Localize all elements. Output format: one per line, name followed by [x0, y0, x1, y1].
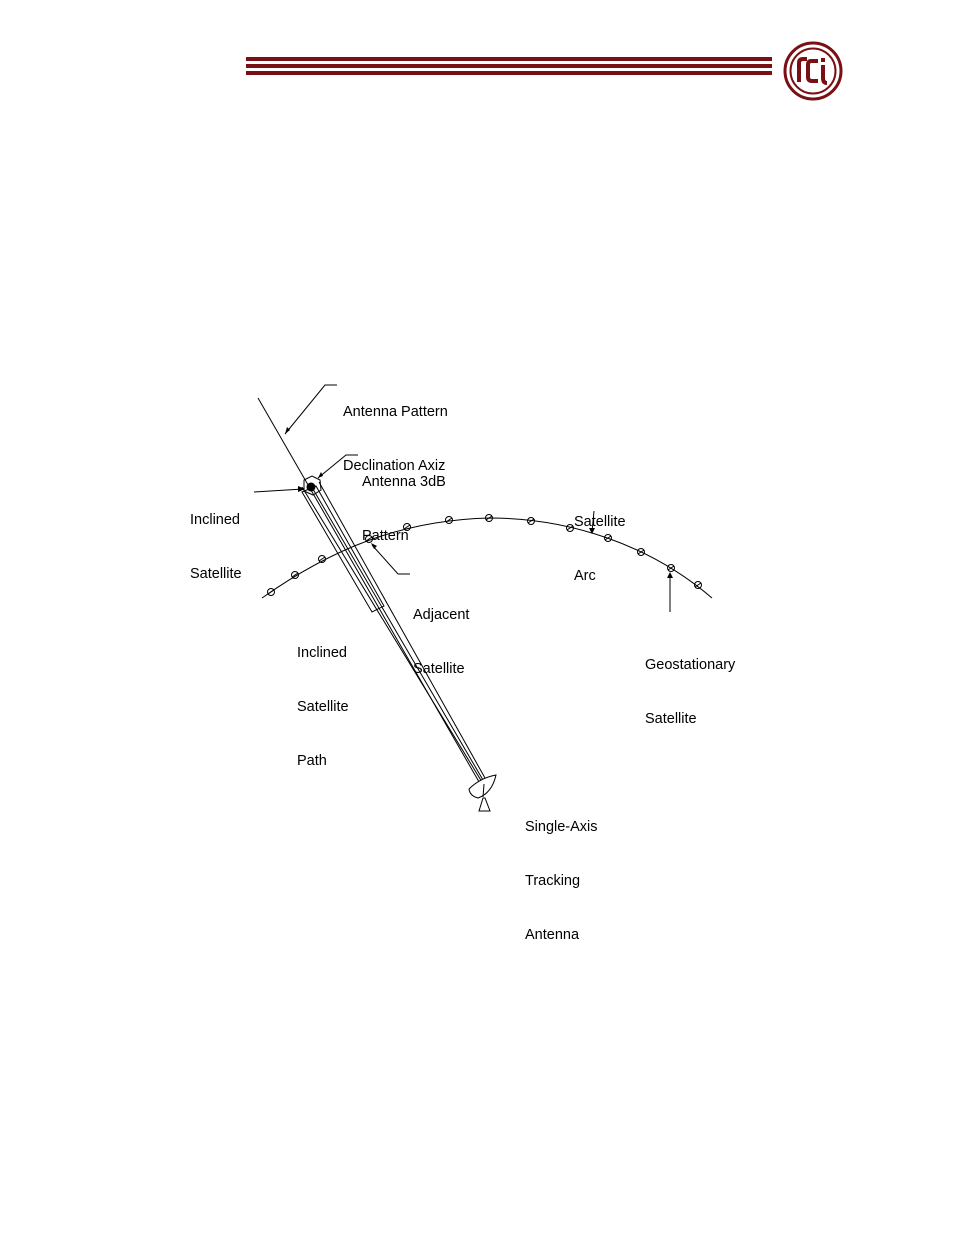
- label-line: Arc: [574, 568, 596, 584]
- label-line: Pattern: [362, 528, 409, 544]
- inclined-satellite-icon: [306, 482, 316, 492]
- header-rule-middle: [246, 64, 772, 68]
- satellite-marker-icon: [566, 524, 574, 532]
- antenna-beam-lines: [301, 481, 486, 783]
- label-line: Antenna Pattern: [343, 404, 448, 420]
- satellite-dish-icon: [468, 774, 497, 812]
- satellite-marker-icon: [527, 517, 535, 525]
- label-antenna-pattern-axis: Antenna Pattern Declination Axiz: [343, 367, 448, 493]
- header-rule-top: [246, 57, 772, 61]
- label-geostationary-satellite: Geostationary Satellite: [645, 620, 735, 746]
- label-line: Path: [297, 753, 327, 769]
- label-line: Declination Axiz: [343, 458, 446, 474]
- label-line: Adjacent: [413, 607, 470, 623]
- label-tracking-antenna: Single-Axis Tracking Antenna: [525, 782, 598, 962]
- label-line: Inclined: [190, 512, 240, 528]
- satellite-marker-icon: [485, 514, 493, 522]
- header-rule-bottom: [246, 71, 772, 75]
- label-satellite-arc: Satellite Arc: [574, 477, 626, 603]
- label-line: Satellite: [297, 699, 349, 715]
- declination-axis-line: [257, 397, 487, 795]
- leader-lines: [253, 384, 671, 612]
- label-line: Satellite: [574, 514, 626, 530]
- label-line: Inclined: [297, 645, 347, 661]
- geostationary-satellites: [267, 514, 702, 596]
- label-line: Single-Axis: [525, 819, 598, 835]
- label-adjacent-satellite: Adjacent Satellite: [413, 570, 469, 696]
- satellite-marker-icon: [667, 564, 675, 572]
- label-line: Satellite: [190, 566, 242, 582]
- satellite-marker-icon: [694, 581, 702, 589]
- label-line: Antenna 3dB: [362, 474, 446, 490]
- label-line: Satellite: [413, 661, 465, 677]
- satellite-marker-icon: [637, 548, 645, 556]
- satellite-marker-icon: [291, 571, 299, 579]
- label-line: Antenna: [525, 927, 580, 943]
- satellite-marker-icon: [267, 588, 275, 596]
- satellite-arc-line: [261, 517, 713, 599]
- satellite-marker-icon: [365, 535, 373, 543]
- satellite-marker-icon: [604, 534, 612, 542]
- antenna-3db-pattern-shape: [303, 475, 322, 496]
- satellite-marker-icon: [318, 555, 326, 563]
- label-inclined-satellite-path: Inclined Satellite Path: [297, 608, 349, 788]
- label-inclined-satellite: Inclined Satellite: [190, 475, 242, 601]
- satellite-marker-icon: [445, 516, 453, 524]
- company-logo-icon: [783, 41, 843, 101]
- label-line: Geostationary: [645, 657, 736, 673]
- label-line: Tracking: [525, 873, 581, 889]
- label-antenna-3db-pattern: Antenna 3dB Pattern: [362, 437, 446, 563]
- satellite-marker-icon: [403, 523, 411, 531]
- label-line: Satellite: [645, 711, 697, 727]
